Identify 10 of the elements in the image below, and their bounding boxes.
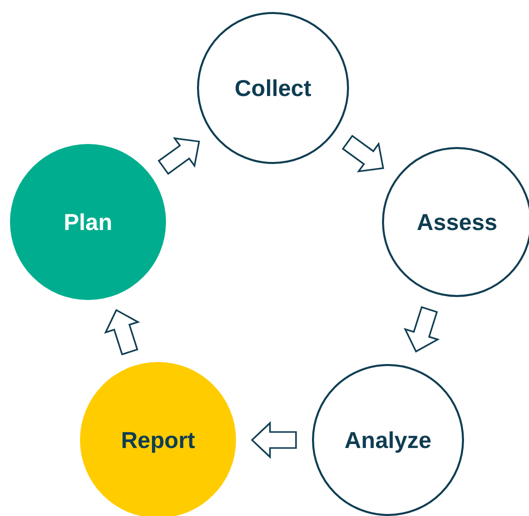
step-label: Analyze <box>344 426 432 454</box>
block-arrow <box>342 134 384 172</box>
step-label: Report <box>120 426 196 454</box>
block-arrow <box>158 137 200 175</box>
block-arrow <box>250 421 297 459</box>
block-arrow <box>104 309 140 356</box>
block-arrow <box>404 306 440 353</box>
step-label: Assess <box>416 208 498 236</box>
step-label: Collect <box>234 74 312 102</box>
step-label: Plan <box>64 208 112 236</box>
